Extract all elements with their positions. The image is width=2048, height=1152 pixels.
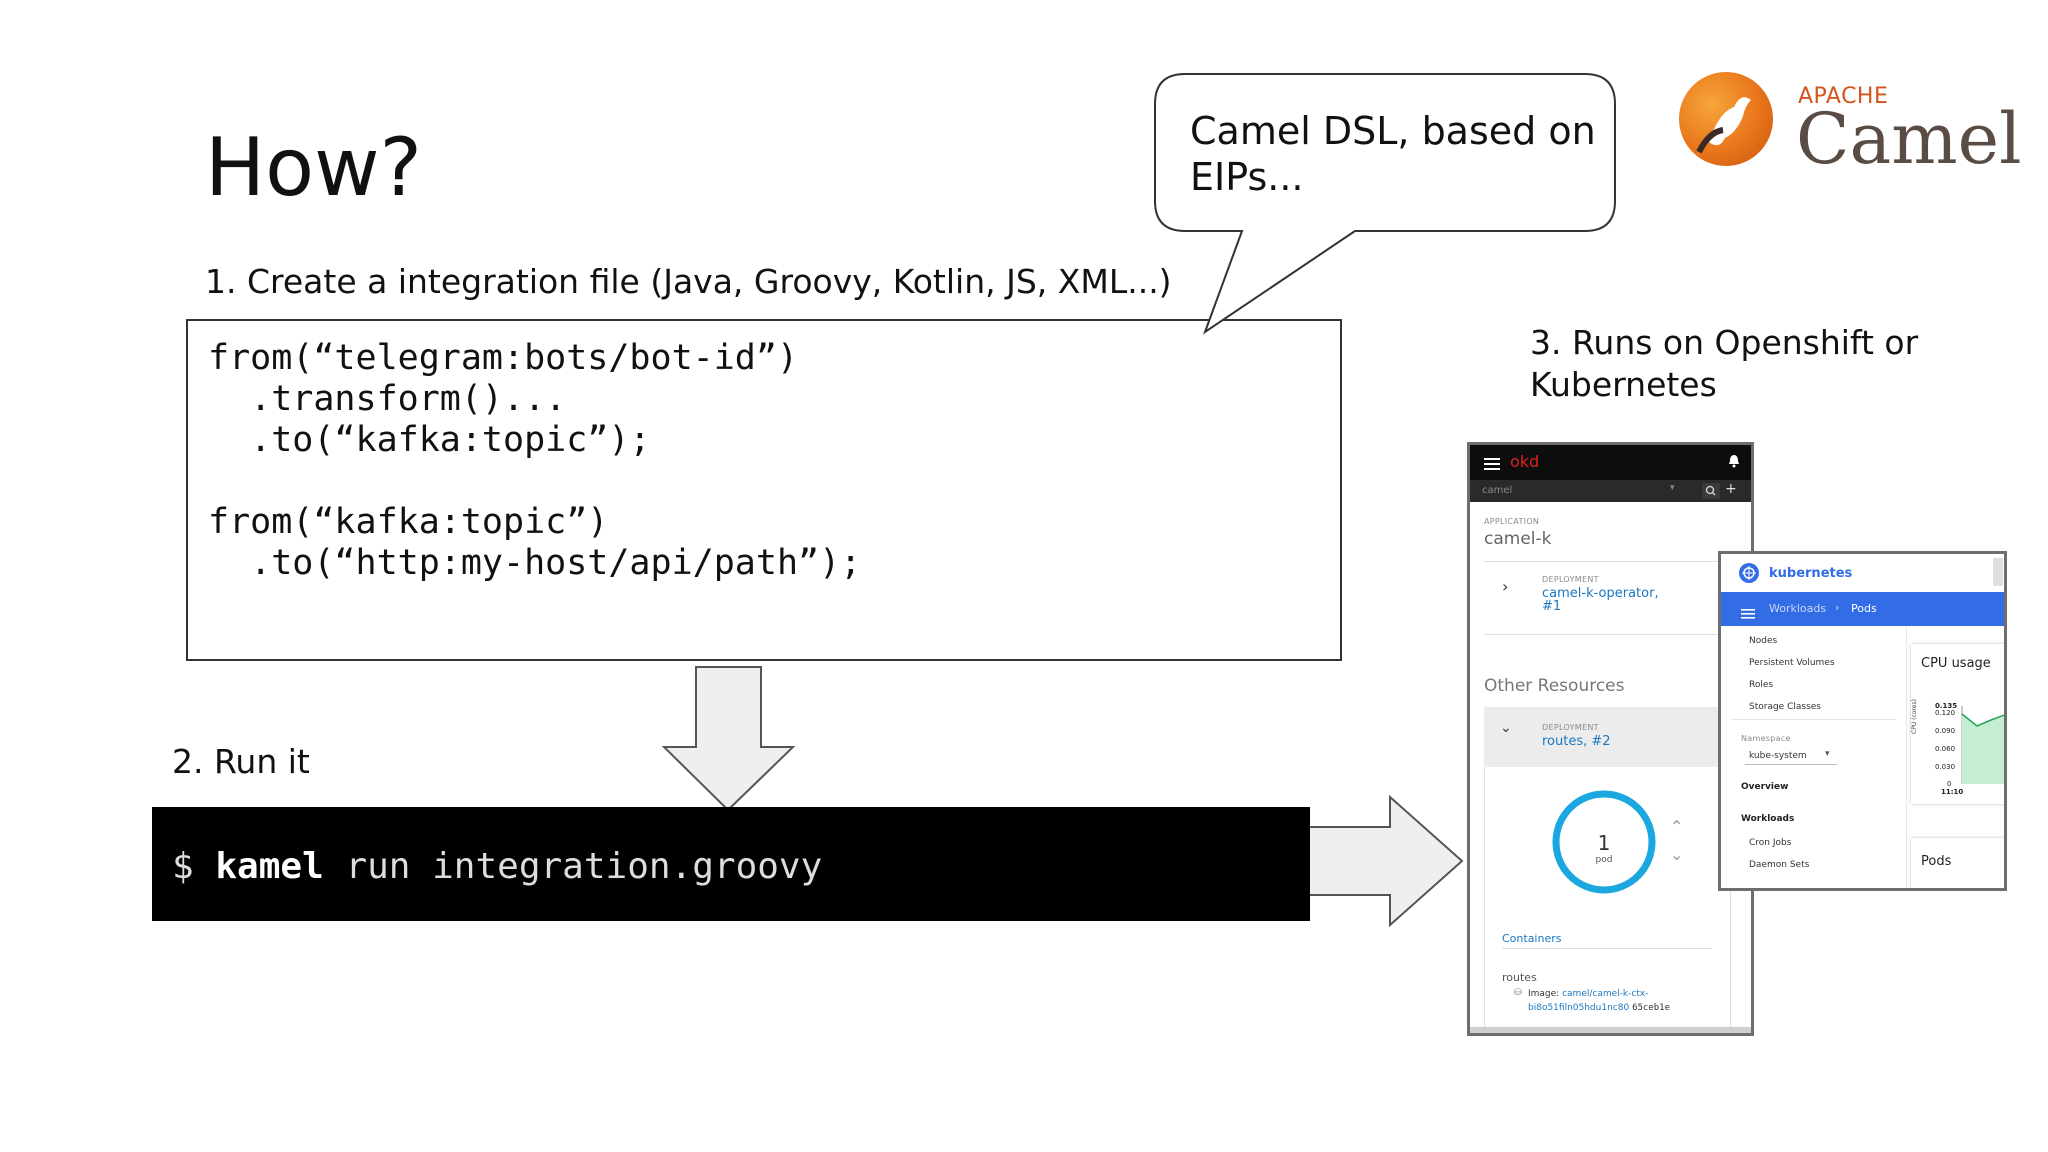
chevron-down-icon[interactable]: ⌄ [1500,720,1512,736]
sidebar-item-workloads[interactable]: Workloads [1741,814,1795,824]
deployment-2-link[interactable]: routes, #2 [1542,734,1611,749]
step-3-text: 3. Runs on Openshift or Kubernetes [1530,323,1919,405]
cpu-tick: 0 [1947,780,1952,788]
cpu-tick: 0.030 [1935,763,1956,771]
cpu-time-label: 11:10 [1941,788,1964,796]
kubernetes-logo-icon [1739,563,1759,583]
code-box [186,319,1342,661]
container-name: routes [1502,971,1537,984]
application-name: camel-k [1484,529,1552,549]
project-name: camel [1482,485,1513,496]
menu-icon[interactable] [1741,604,1755,623]
chevron-right-icon: › [1835,601,1840,614]
scale-up-icon[interactable]: ⌃ [1670,817,1684,836]
cpu-axis-label: CPU (cores) [1911,699,1918,734]
logo-apache-text: APACHE [1798,84,1889,109]
deployment-1-number[interactable]: #1 [1542,599,1562,614]
sidebar-item-persistent-volumes[interactable]: Persistent Volumes [1749,658,1835,668]
sidebar-item-overview[interactable]: Overview [1741,782,1789,792]
namespace-label: Namespace [1741,734,1791,743]
scrollbar[interactable] [1993,558,2003,586]
sidebar-item-roles[interactable]: Roles [1749,680,1774,690]
sidebar-item-daemon-sets[interactable]: Daemon Sets [1749,860,1810,870]
breadcrumb-workloads[interactable]: Workloads [1769,602,1827,615]
chevron-down-icon[interactable]: ▾ [1670,483,1675,493]
namespace-select[interactable]: kube-system [1749,751,1807,761]
integration-code: from(“telegram:bots/bot-id”) .transform(… [208,338,862,583]
scale-down-icon[interactable]: ⌄ [1670,845,1684,864]
pod-label: pod [1595,855,1613,865]
speech-bubble [1154,73,1616,335]
deployment-2-label: DEPLOYMENT [1542,723,1599,732]
kubernetes-dashboard-screenshot: kubernetes Workloads › Pods Nodes Persis… [1718,551,2007,891]
cpu-usage-sparkline [1961,706,2004,784]
chevron-down-icon[interactable]: ▾ [1825,749,1830,759]
okd-header [1470,445,1751,480]
right-arrow-icon [1307,795,1464,927]
slide-title: How? [205,121,422,214]
image-icon: ⛁ [1514,988,1522,998]
pod-donut-chart [1552,790,1656,894]
sidebar-item-storage-classes[interactable]: Storage Classes [1749,702,1821,712]
okd-console-screenshot: okd camel ▾ + APPLICATION camel-k › DEPL… [1467,442,1754,1036]
other-resources-heading: Other Resources [1484,676,1625,696]
tab-containers[interactable]: Containers [1502,932,1562,945]
chevron-right-icon[interactable]: › [1502,577,1509,596]
camel-logo-icon [1679,72,1773,166]
cpu-usage-title: CPU usage [1921,656,1991,671]
cpu-tick: 0.135 [1935,702,1958,710]
pods-card [1911,838,2004,888]
deployment-1-link[interactable]: camel-k-operator, [1542,586,1659,601]
bubble-text: Camel DSL, based on EIPs... [1190,109,1596,199]
sidebar-item-cron-jobs[interactable]: Cron Jobs [1749,838,1792,848]
image-value[interactable]: bi8o51filn05hdu1nc80 65ceb1e [1528,1003,1670,1013]
kubernetes-brand: kubernetes [1769,566,1853,581]
cpu-tick: 0.120 [1935,709,1956,717]
breadcrumb-pods[interactable]: Pods [1851,602,1877,615]
k8s-toolbar [1721,592,2004,626]
cpu-tick: 0.090 [1935,727,1956,735]
terminal-command[interactable]: $ kamel run integration.groovy [172,846,823,887]
step-1-text: 1. Create a integration file (Java, Groo… [205,262,1172,301]
step-2-text: 2. Run it [172,742,310,781]
menu-icon[interactable] [1484,456,1500,475]
deployment-label: DEPLOYMENT [1542,575,1599,584]
application-label: APPLICATION [1484,517,1540,526]
bell-icon[interactable] [1728,453,1740,472]
cpu-tick: 0.060 [1935,745,1956,753]
image-label: Image: camel/camel-k-ctx- [1528,989,1649,999]
pods-card-title: Pods [1921,854,1952,869]
sidebar-item-nodes[interactable]: Nodes [1749,636,1778,646]
add-icon[interactable]: + [1725,481,1737,497]
okd-brand: okd [1510,452,1540,471]
search-icon[interactable] [1702,483,1720,499]
k8s-sidebar [1721,626,1907,888]
deployment-2-row[interactable] [1484,707,1729,767]
down-arrow-icon [662,666,796,812]
logo-camel-text: Camel [1796,98,2022,180]
project-selector[interactable] [1470,480,1751,502]
pod-count: 1 [1597,831,1611,855]
terminal [152,807,1310,921]
